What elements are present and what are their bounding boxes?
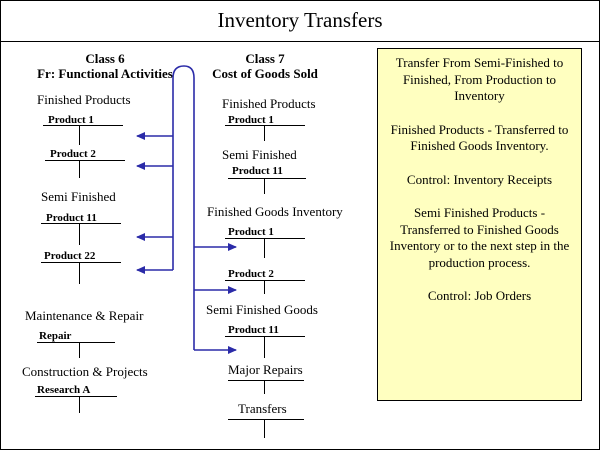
class6-header: Class 6 Fr: Functional Activities bbox=[30, 51, 180, 81]
note-control-job-orders: Control: Job Orders bbox=[427, 288, 532, 303]
class6-repair-label: Repair bbox=[39, 330, 72, 342]
class6-product-1-label: Product 1 bbox=[48, 114, 94, 126]
class7-header-title: Cost of Goods Sold bbox=[212, 66, 318, 81]
class6-product-2-label: Product 2 bbox=[50, 148, 96, 160]
class7-sfg-product-11-label: Product 11 bbox=[228, 324, 279, 336]
class7-fgi-product-1-label: Product 1 bbox=[228, 226, 274, 238]
right-rail-loop-line bbox=[172, 65, 195, 350]
class6-header-number: Class 6 bbox=[85, 51, 125, 66]
class6-product-11-label: Product 11 bbox=[46, 212, 97, 224]
class7-semi-finished-label: Semi Finished bbox=[222, 147, 297, 162]
class7-transfers-label: Transfers bbox=[238, 401, 287, 416]
class6-product-22-label: Product 22 bbox=[44, 250, 96, 262]
note-finished-products: Finished Products - Transferred to Finis… bbox=[390, 121, 569, 154]
note-semi-finished-products: Semi Finished Products - Transferred to … bbox=[389, 205, 570, 270]
class7-major-repairs-label: Major Repairs bbox=[228, 362, 303, 377]
class6-semi-finished-label: Semi Finished bbox=[41, 189, 116, 204]
class6-maintenance-repair-label: Maintenance & Repair bbox=[25, 308, 144, 323]
class7-finished-products-label: Finished Products bbox=[222, 96, 316, 111]
note-transfer-summary: Transfer From Semi-Finished to Finished,… bbox=[395, 55, 564, 103]
title-bar: Inventory Transfers bbox=[0, 0, 600, 42]
class7-product-1-label: Product 1 bbox=[228, 114, 274, 126]
class7-product-11-label: Product 11 bbox=[232, 165, 283, 177]
class7-finished-goods-inventory-label: Finished Goods Inventory bbox=[207, 204, 343, 219]
note-control-inventory-receipts: Control: Inventory Receipts bbox=[406, 171, 553, 187]
class7-header: Class 7 Cost of Goods Sold bbox=[195, 51, 335, 81]
class6-construction-projects-label: Construction & Projects bbox=[22, 364, 148, 379]
class7-fgi-product-2-label: Product 2 bbox=[228, 268, 274, 280]
class6-header-title: Fr: Functional Activities bbox=[37, 66, 173, 81]
class6-research-a-label: Research A bbox=[37, 384, 91, 396]
class6-finished-products-label: Finished Products bbox=[37, 92, 131, 107]
class7-header-number: Class 7 bbox=[245, 51, 285, 66]
class7-semi-finished-goods-label: Semi Finished Goods bbox=[206, 302, 318, 317]
explanation-note: Transfer From Semi-Finished to Finished,… bbox=[377, 48, 582, 401]
page-title: Inventory Transfers bbox=[217, 8, 383, 32]
